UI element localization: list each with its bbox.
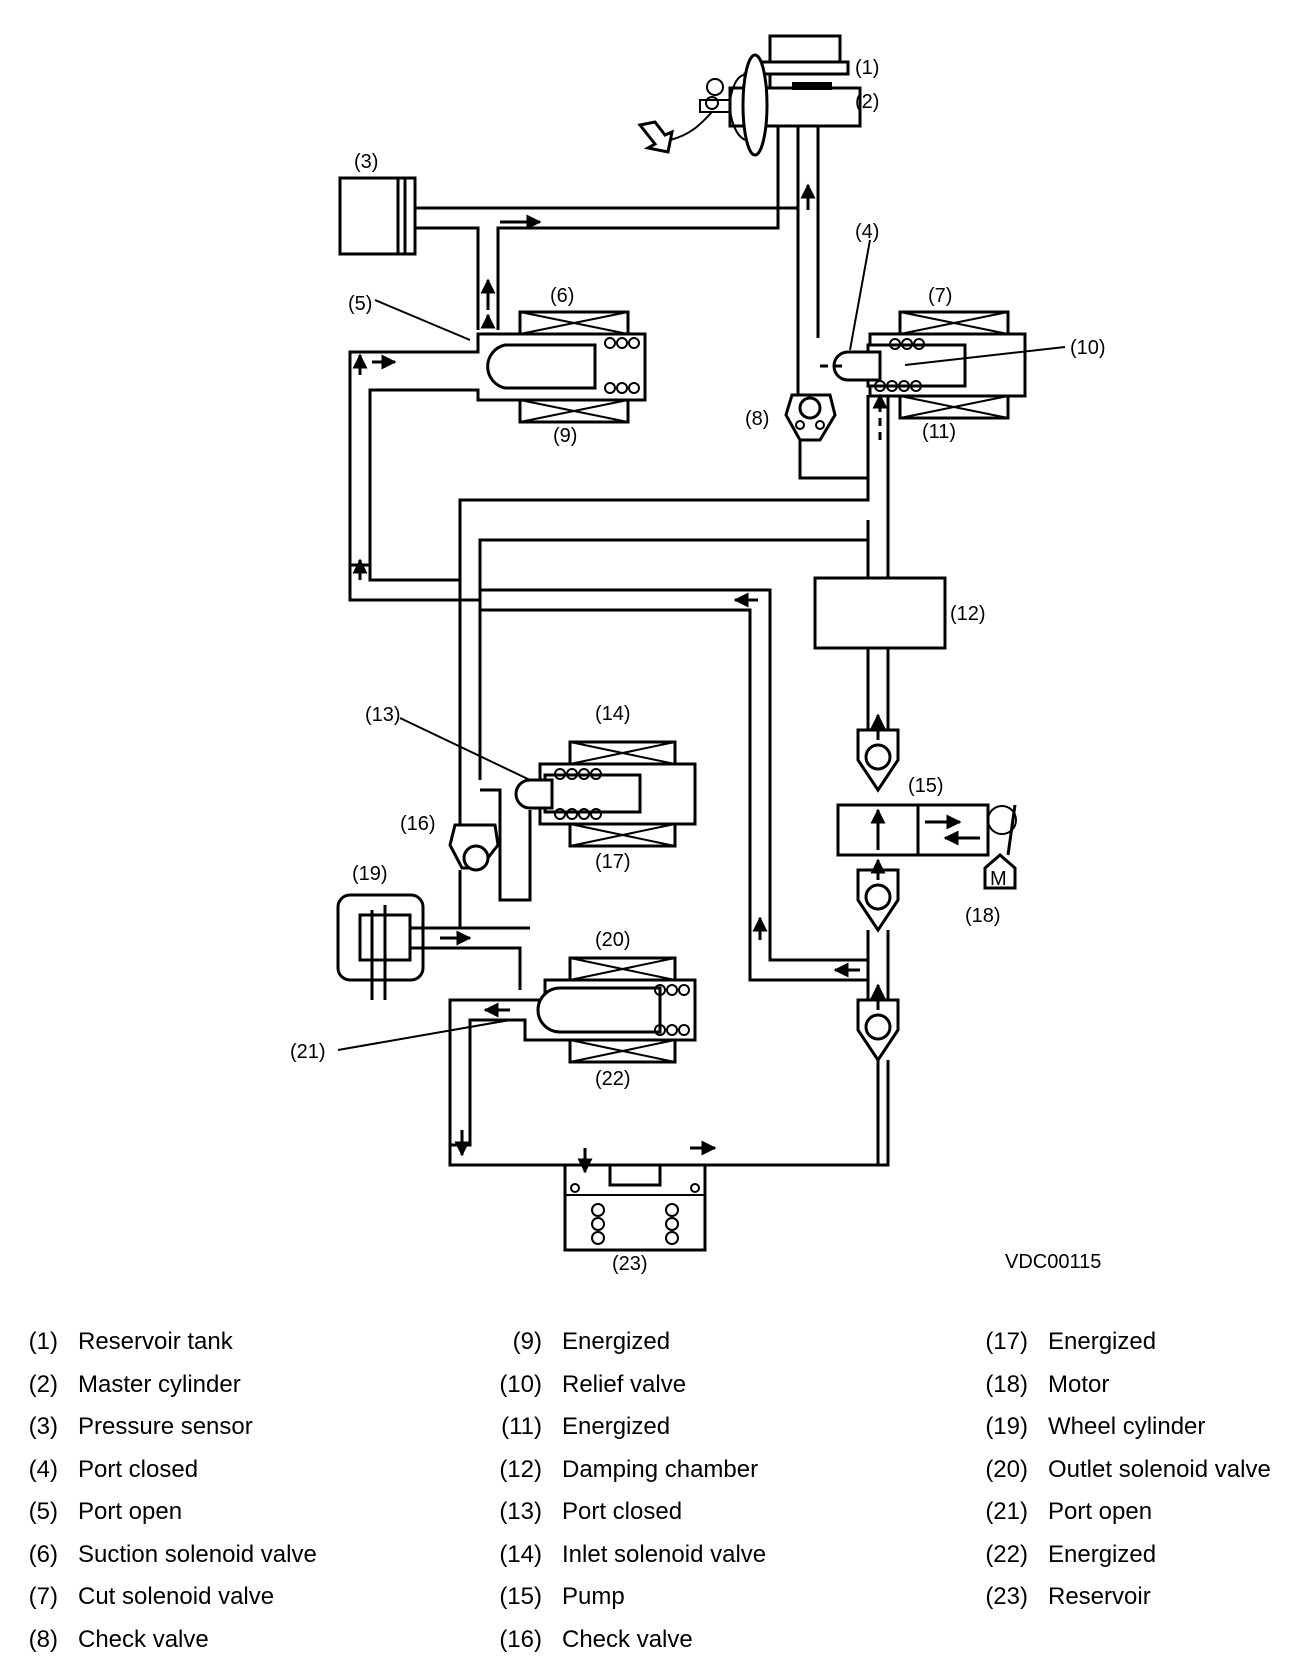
svg-text:M: M xyxy=(990,868,1007,890)
callout-22: (22) xyxy=(595,1068,631,1090)
callout-12: (12) xyxy=(950,603,986,625)
middle-pipes xyxy=(348,478,890,982)
legend-item: (6)Suction solenoid valve xyxy=(28,1540,317,1568)
outlet-solenoid-valve xyxy=(448,956,697,1147)
hydraulic-circuit-diagram: M xyxy=(290,34,1106,1275)
upper-pipes xyxy=(415,126,820,338)
figure-code: VDC00115 xyxy=(1005,1251,1101,1273)
legend-item: (10)Relief valve xyxy=(499,1370,687,1398)
callout-4: (4) xyxy=(855,221,879,243)
motor-icon: M xyxy=(983,804,1017,890)
legend-column-3: (17)Energized (18)Motor (19)Wheel cylind… xyxy=(970,1325,1271,1623)
callout-16: (16) xyxy=(400,813,436,835)
legend-item: (1)Reservoir tank xyxy=(28,1328,233,1355)
inlet-solenoid-valve xyxy=(514,740,697,848)
callout-labels: (1) (2) (3) (4) (5) (6) (7) (8) (9) (10)… xyxy=(290,57,1106,1275)
legend: (1)Reservoir tank (2)Master cylinder (3)… xyxy=(0,1325,1312,1665)
master-cylinder-assembly xyxy=(637,34,862,157)
callout-9: (9) xyxy=(553,425,577,447)
callout-21: (21) xyxy=(290,1041,326,1063)
legend-item: (11)Energized xyxy=(501,1413,671,1440)
legend-item: (14)Inlet solenoid valve xyxy=(499,1540,767,1568)
legend-item: (17)Energized xyxy=(985,1328,1157,1355)
callout-23: (23) xyxy=(612,1253,648,1275)
callout-20: (20) xyxy=(595,929,631,951)
legend-item: (18)Motor xyxy=(985,1370,1110,1398)
legend-item: (23)Reservoir xyxy=(985,1583,1151,1610)
callout-8: (8) xyxy=(745,408,769,430)
callout-14: (14) xyxy=(595,703,631,725)
legend-column-1: (1)Reservoir tank (2)Master cylinder (3)… xyxy=(0,1325,317,1665)
callout-6: (6) xyxy=(550,285,574,307)
legend-item: (13)Port closed xyxy=(499,1498,683,1525)
legend-item: (9)Energized xyxy=(512,1328,671,1355)
callout-18: (18) xyxy=(965,905,1001,927)
legend-item: (15)Pump xyxy=(499,1583,625,1610)
callout-3: (3) xyxy=(354,151,378,173)
callout-5: (5) xyxy=(348,293,372,315)
legend-item: (16)Check valve xyxy=(499,1625,693,1653)
callout-1: (1) xyxy=(855,57,879,79)
legend-item: (7)Cut solenoid valve xyxy=(28,1583,275,1610)
cut-solenoid-valve xyxy=(820,310,1027,420)
legend-item: (5)Port open xyxy=(28,1498,183,1525)
legend-item: (8)Check valve xyxy=(28,1625,209,1653)
legend-item: (2)Master cylinder xyxy=(28,1370,241,1398)
legend-item: (19)Wheel cylinder xyxy=(985,1413,1206,1440)
pressure-sensor xyxy=(338,176,417,256)
callout-11: (11) xyxy=(922,421,956,443)
callout-15: (15) xyxy=(908,775,944,797)
legend-item: (20)Outlet solenoid valve xyxy=(985,1455,1271,1483)
callout-2: (2) xyxy=(855,91,879,113)
legend-item: (22)Energized xyxy=(985,1540,1157,1568)
wheel-cylinder xyxy=(336,870,530,1000)
leader-lines xyxy=(337,239,1066,1051)
legend-item: (21)Port open xyxy=(985,1498,1153,1525)
legend-item: (3)Pressure sensor xyxy=(28,1413,253,1440)
legend-column-2: (9)Energized (10)Relief valve (11)Energi… xyxy=(484,1325,766,1665)
suction-solenoid-valve xyxy=(348,310,647,567)
callout-10: (10) xyxy=(1070,337,1106,359)
callout-7: (7) xyxy=(928,285,952,307)
check-valve-lower xyxy=(448,788,532,902)
flow-arrows xyxy=(352,183,886,1174)
legend-item: (12)Damping chamber xyxy=(499,1455,759,1483)
callout-17: (17) xyxy=(595,851,631,873)
reservoir xyxy=(448,1060,890,1252)
callout-13: (13) xyxy=(365,704,401,726)
damping-chamber xyxy=(813,576,947,730)
callout-19: (19) xyxy=(352,863,388,885)
check-valve-upper xyxy=(784,338,890,540)
legend-item: (4)Port closed xyxy=(28,1455,199,1483)
